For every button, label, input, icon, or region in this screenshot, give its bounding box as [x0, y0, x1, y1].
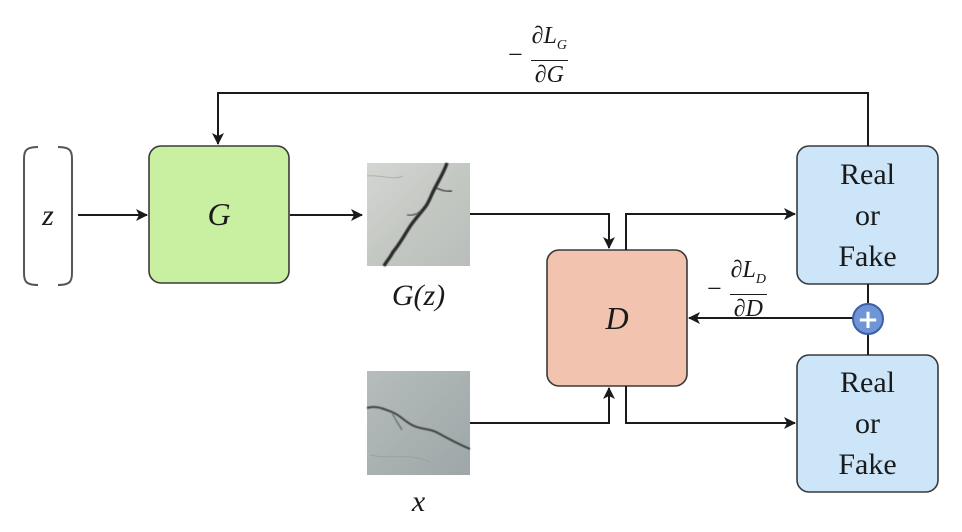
- arrow-discriminator-to-top-output: [625, 208, 796, 250]
- output-bottom-line2: or: [855, 407, 880, 440]
- output-top-line3: Fake: [838, 239, 897, 273]
- real-image-label: x: [411, 485, 426, 518]
- discriminator-label: D: [605, 299, 629, 336]
- output-top-line2: or: [855, 198, 880, 232]
- discriminator-gradient: − ∂LD ∂D: [707, 256, 769, 323]
- output-top-label: Real or Fake: [797, 146, 938, 284]
- discriminator-box: [546, 249, 688, 387]
- generator-box: [148, 145, 290, 284]
- sum-node: +: [852, 303, 884, 335]
- generator-label: G: [207, 196, 231, 232]
- generator-gradient: − ∂LG ∂G: [508, 22, 570, 89]
- generator-gradient-minus: −: [508, 40, 523, 70]
- discriminator-gradient-minus: −: [707, 274, 722, 304]
- input-bracket-left: [23, 146, 39, 286]
- sum-symbol: +: [857, 305, 879, 335]
- generated-crack-image: [366, 162, 470, 267]
- discriminator-gradient-numerator: ∂L: [730, 257, 756, 283]
- discriminator-gradient-subscript: D: [755, 271, 767, 287]
- generator-gradient-numerator: ∂L: [531, 23, 557, 49]
- output-bottom-line3: Fake: [838, 448, 897, 481]
- generated-image-label: G(z): [391, 279, 446, 312]
- arrow-generated-to-discriminator: [470, 213, 615, 249]
- output-top-line1: Real: [840, 157, 895, 191]
- discriminator-gradient-denominator: ∂D: [729, 293, 767, 323]
- arrow-discriminator-to-bottom-output: [625, 386, 796, 429]
- arrow-real-to-discriminator: [470, 387, 615, 424]
- generator-gradient-denominator: ∂G: [530, 59, 568, 89]
- output-bottom-label: Real or Fake: [797, 355, 938, 492]
- arrow-feedback-to-generator: [212, 92, 869, 146]
- input-bracket-right: [57, 146, 73, 286]
- output-bottom-line1: Real: [840, 366, 895, 399]
- real-crack-image: [366, 371, 471, 475]
- generator-gradient-subscript: G: [556, 37, 568, 53]
- input-label: z: [42, 199, 54, 232]
